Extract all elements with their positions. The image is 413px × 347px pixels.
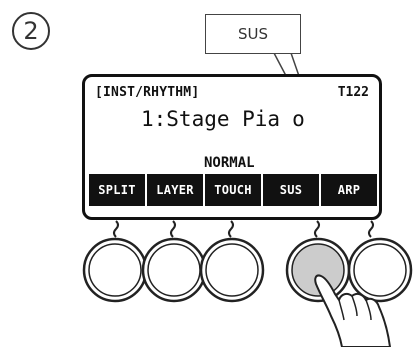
- softkey-touch[interactable]: TOUCH: [205, 174, 261, 206]
- knob-1-ring: [88, 243, 142, 297]
- knob-connector: [170, 220, 176, 238]
- softkey-row: SPLIT LAYER TOUCH SUS ARP: [89, 174, 377, 206]
- softkey-split[interactable]: SPLIT: [89, 174, 145, 206]
- touch-mode-label: NORMAL: [204, 155, 255, 171]
- knob-4-ring: [291, 243, 345, 297]
- pointing-finger-icon: [314, 274, 391, 347]
- tone-name-text: 1:Stage Pia: [141, 107, 281, 131]
- knob-1[interactable]: [82, 237, 148, 303]
- step-number-badge: 2: [12, 12, 50, 50]
- softkey-layer[interactable]: LAYER: [147, 174, 203, 206]
- knob-connector: [314, 220, 320, 238]
- tone-name: 1:Stage Pia o: [141, 107, 305, 131]
- lcd-display: [INST/RHYTHM] T122 1:Stage Pia o NORMAL S…: [82, 74, 382, 220]
- knob-connector: [368, 220, 374, 238]
- callout-label: SUS: [205, 14, 301, 54]
- tempo-readout: T122: [337, 85, 369, 100]
- knob-3-ring: [205, 243, 259, 297]
- knob-2[interactable]: [141, 237, 207, 303]
- knob-5-ring: [353, 243, 407, 297]
- softkey-sus[interactable]: SUS: [263, 174, 319, 206]
- instrument-category-label: [INST/RHYTHM]: [95, 85, 200, 100]
- knob-connector: [228, 220, 234, 238]
- softkey-arp[interactable]: ARP: [321, 174, 377, 206]
- knob-5[interactable]: [347, 237, 413, 303]
- knob-connector: [113, 220, 119, 238]
- tone-name-tail: o: [292, 107, 305, 131]
- knob-3[interactable]: [199, 237, 265, 303]
